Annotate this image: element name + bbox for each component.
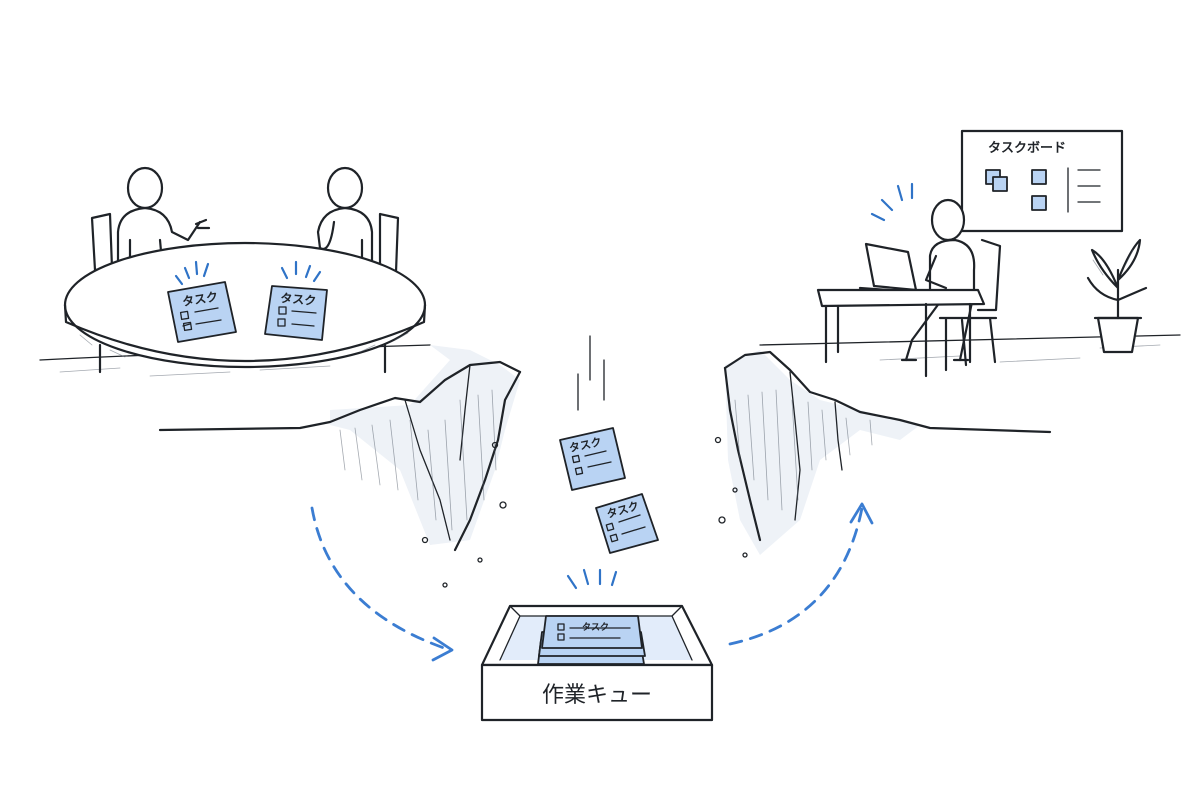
queue-box-label: 作業キュー <box>542 683 652 708</box>
person-worker-figure <box>900 198 976 362</box>
checkbox-icon <box>605 522 615 532</box>
meeting-scene: タスク タスク <box>63 166 427 374</box>
task-board-title: タスクボード <box>988 140 1066 156</box>
task-note-meeting-right: タスク <box>264 260 328 341</box>
task-note-label: タスク <box>280 291 317 308</box>
checkbox-icon <box>571 454 581 464</box>
round-table <box>63 241 427 369</box>
desk-chair <box>976 238 1002 312</box>
checkbox-icon <box>278 306 287 315</box>
laptop-icon <box>858 242 936 298</box>
chair-left <box>90 212 114 272</box>
right-cliff <box>714 334 1181 558</box>
task-note-label: タスク <box>582 621 609 633</box>
left-cliff <box>39 344 522 588</box>
task-note-label: タスク <box>181 290 219 309</box>
task-note-meeting-left: タスク <box>167 260 237 343</box>
dashed-arrow-right <box>728 502 874 646</box>
checkbox-icon <box>557 633 565 641</box>
work-queue-box: タスク 作業キュー <box>480 604 714 722</box>
checkbox-icon <box>557 623 565 631</box>
checkbox-icon <box>277 318 286 327</box>
checkbox-icon <box>574 466 584 476</box>
checkbox-icon <box>182 321 193 332</box>
task-note-falling-top: タスク <box>559 427 626 491</box>
checkbox-icon <box>609 533 619 543</box>
checkbox-icon <box>179 310 190 321</box>
potted-plant-icon <box>1086 238 1148 354</box>
task-board: タスクボード <box>960 129 1124 233</box>
person-right-figure <box>316 166 374 264</box>
queue-card-stack: タスク <box>537 615 646 665</box>
queue-box-front <box>480 663 714 722</box>
falling-notes: タスク タスク <box>559 335 659 590</box>
desk-scene: タスクボード <box>816 129 1148 378</box>
chair-right <box>378 212 400 274</box>
dashed-arrow-left <box>310 506 454 662</box>
desk <box>816 288 986 308</box>
task-note-falling-bottom: タスク <box>595 493 659 554</box>
